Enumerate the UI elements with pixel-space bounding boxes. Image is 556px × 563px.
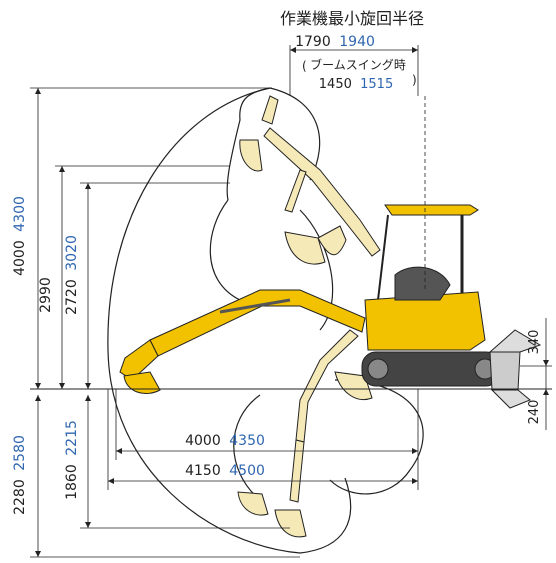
arrow: [85, 183, 91, 189]
ghost-arm-high-2: [284, 169, 307, 213]
canopy-roof: [384, 204, 479, 216]
max-reach-alt: 4500: [229, 463, 265, 479]
ghost-boom-high: [263, 127, 381, 257]
blade-raise-label: 340: [527, 330, 542, 355]
vertical-dig-depth-std: 1860: [64, 464, 80, 500]
vertical-wall-std: 2720: [64, 279, 80, 315]
arrow: [412, 47, 418, 53]
blade-lower-label: 240: [527, 400, 542, 425]
arrow: [35, 395, 41, 401]
inner-arc-upper: [209, 199, 241, 301]
ghost-bucket-low-2: [237, 491, 269, 516]
reach-at-ground-alt: 4350: [229, 433, 265, 449]
seat: [394, 266, 451, 301]
dozer-blade-raised: [488, 329, 542, 353]
max-dig-height-label: 4000 4300: [12, 196, 28, 276]
arrow: [35, 551, 41, 557]
max-dump-height-label: 2990: [38, 277, 54, 313]
min-swing-radius-std: 1790: [295, 34, 331, 50]
arrow: [116, 448, 122, 454]
vertical-wall-label: 2720 3020: [64, 235, 80, 315]
ghost-bucket-low-3: [334, 371, 373, 400]
dimension-lines: [30, 45, 552, 558]
max-dig-height-alt: 4300: [12, 196, 28, 232]
max-reach-std: 4150: [185, 463, 221, 479]
max-dig-depth-std: 2280: [12, 479, 28, 515]
track-idler: [367, 358, 389, 380]
arrow: [290, 47, 296, 53]
title-min-swing-radius: 作業機最小旋回半径: [280, 9, 424, 28]
inner-arc-mid: [299, 209, 334, 331]
arrow: [412, 478, 418, 484]
upper-structure: [364, 291, 486, 351]
bucket: [123, 371, 161, 394]
inner-arc-lower: [329, 379, 424, 495]
ghost-arm-top: [261, 95, 279, 125]
arrow: [543, 389, 549, 395]
arrow: [59, 166, 65, 172]
hydraulic-cylinder: [219, 298, 291, 314]
ghost-arm-low: [289, 439, 305, 503]
dozer-blade: [489, 351, 521, 391]
boom-swing-radius-value: 1450 1515: [319, 76, 393, 92]
canopy-post-front: [377, 214, 389, 301]
arrow: [35, 88, 41, 94]
main-arm: [119, 289, 366, 394]
max-reach-label: 4150 4500: [185, 463, 265, 479]
vertical-dig-depth-alt: 2215: [64, 420, 80, 456]
boom-swing-paren-close: ): [412, 73, 417, 87]
boom-swing-label: ブームスイング時: [310, 57, 406, 72]
vertical-dig-depth-label: 1860 2215: [64, 420, 80, 500]
boom-swing-radius-alt: 1515: [360, 77, 393, 92]
dimension-arrows: [35, 47, 549, 557]
outer-reach-curve: [107, 87, 352, 554]
arrow: [108, 478, 114, 484]
vertical-wall-alt: 3020: [64, 235, 80, 271]
reach-at-ground-label: 4000 4350: [185, 433, 265, 449]
arrow: [85, 522, 91, 528]
top-bucket-arc: [226, 87, 271, 201]
arrow: [543, 360, 549, 366]
excavator-body: [361, 204, 542, 409]
ghost-bucket-top: [239, 139, 263, 172]
inner-arc-low-left: [233, 394, 261, 501]
arrow: [35, 383, 41, 389]
max-dig-height-std: 4000: [12, 240, 28, 276]
min-swing-radius-value: 1790 1940: [295, 34, 375, 50]
max-dig-depth-alt: 2580: [12, 435, 28, 471]
arrow: [412, 448, 418, 454]
arrow: [85, 383, 91, 389]
min-swing-radius-alt: 1940: [339, 34, 375, 50]
ghost-bucket-high-2: [284, 231, 326, 265]
arrow: [59, 383, 65, 389]
reach-at-ground-std: 4000: [185, 433, 221, 449]
ghost-arm-positions: [237, 95, 381, 538]
boom: [149, 289, 366, 357]
dozer-blade-lowered: [490, 389, 531, 409]
ghost-bucket-high-3: [317, 225, 347, 256]
working-range-envelope: [107, 87, 424, 554]
ghost-bucket-low: [274, 509, 307, 538]
boom-swing-paren-open: (: [302, 59, 307, 73]
max-dig-depth-label: 2280 2580: [12, 435, 28, 515]
arrow: [85, 395, 91, 401]
boom-swing-radius-std: 1450: [319, 77, 352, 92]
